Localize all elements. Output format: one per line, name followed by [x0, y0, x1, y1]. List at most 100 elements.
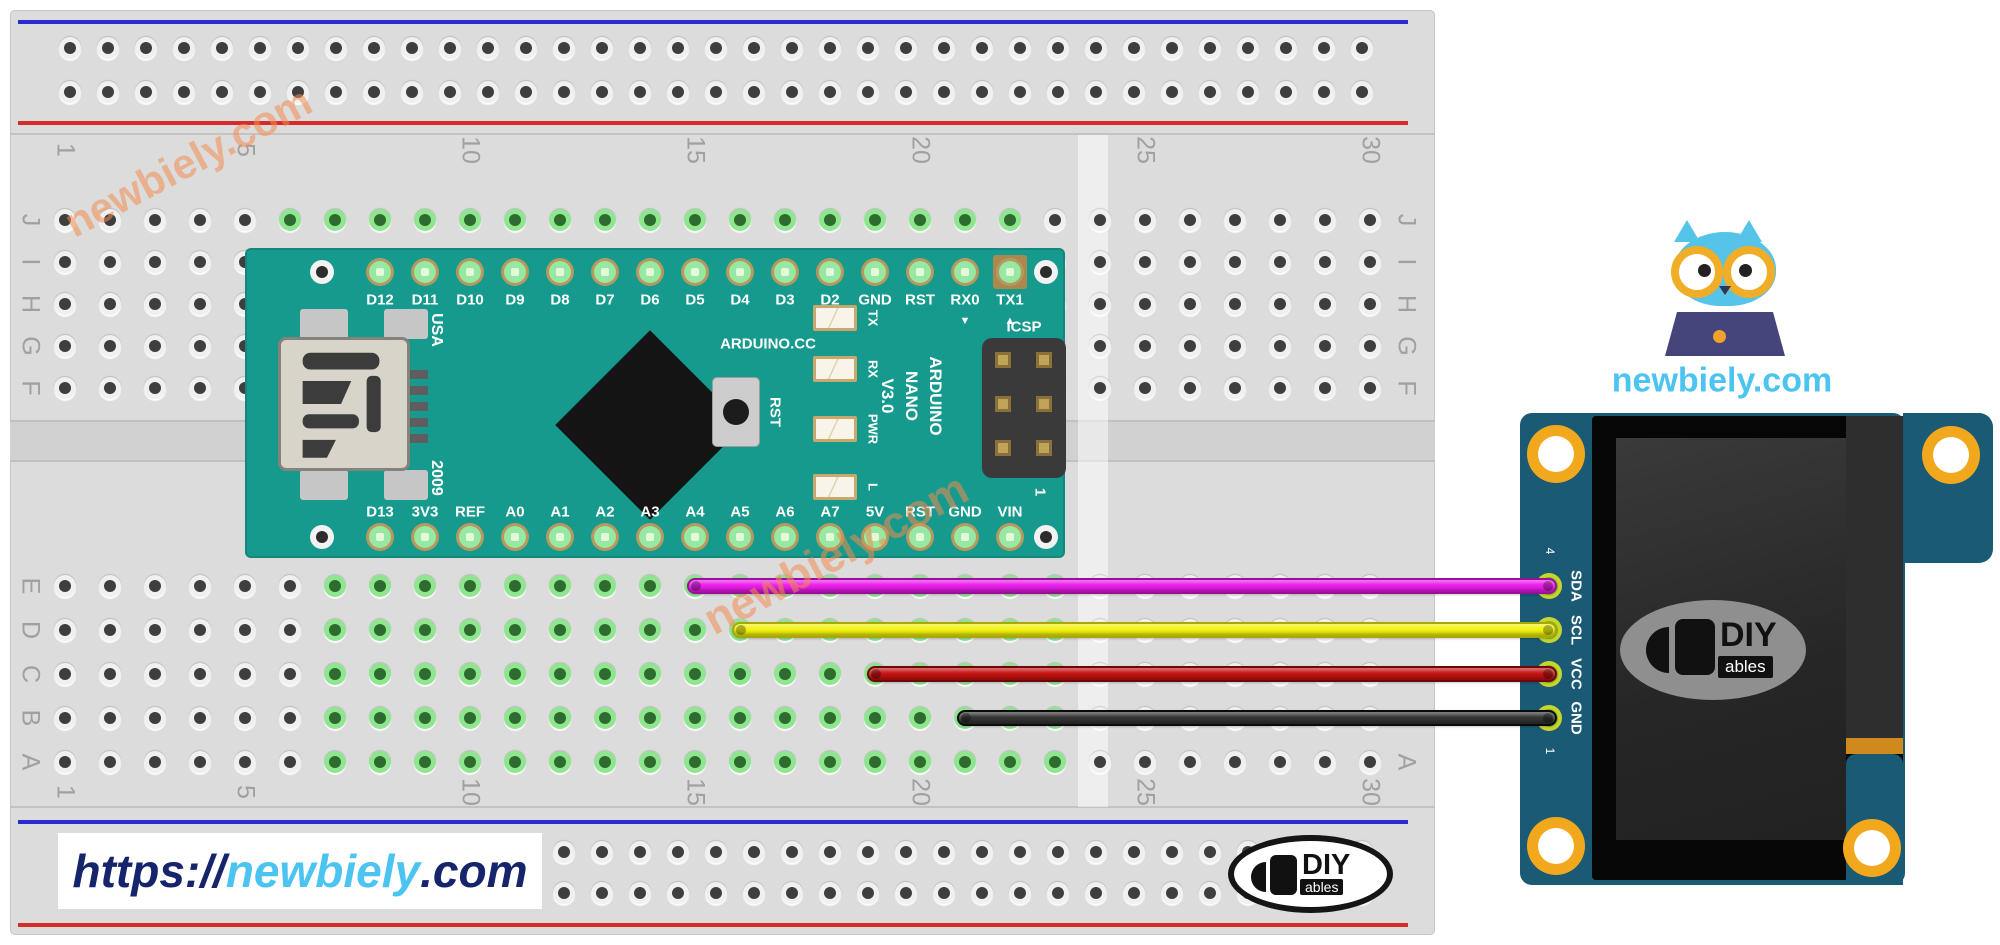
breadboard-hole: [819, 707, 841, 729]
site-url-banner: https://newbiely.com: [58, 833, 542, 909]
url-prefix: https://: [72, 845, 226, 897]
breadboard-hole: [705, 882, 727, 904]
breadboard-hole: [439, 37, 461, 59]
breadboard-hole: [1047, 841, 1069, 863]
breadboard-hole: [234, 575, 256, 597]
breadboard-hole: [324, 663, 346, 685]
breadboard-hole: [819, 841, 841, 863]
breadboard-hole: [1085, 81, 1107, 103]
oled-mount-hole: [1527, 425, 1585, 483]
breadboard-hole: [135, 81, 157, 103]
breadboard-hole: [515, 81, 537, 103]
breadboard-hole: [1269, 751, 1291, 773]
arduino-pin-label: A4: [685, 503, 705, 521]
breadboard-hole: [895, 882, 917, 904]
breadboard-hole: [99, 619, 121, 641]
breadboard-hole: [1314, 293, 1336, 315]
breadboard-hole: [279, 209, 301, 231]
breadboard-hole: [54, 575, 76, 597]
icsp-label: ICSP: [1006, 318, 1042, 336]
breadboard-hole: [1314, 335, 1336, 357]
breadboard-hole: [414, 707, 436, 729]
breadboard-hole: [774, 663, 796, 685]
badge-logo-sub: ables: [1300, 879, 1344, 895]
arduino-mount-hole: [1034, 260, 1058, 284]
breadboard-hole: [1314, 251, 1336, 273]
breadboard-hole: [781, 37, 803, 59]
wire-scl: [732, 622, 1557, 638]
breadboard-hole: [774, 209, 796, 231]
breadboard-hole: [1275, 81, 1297, 103]
breadboard-hole: [1359, 251, 1381, 273]
breadboard-hole: [1269, 377, 1291, 399]
breadboard-hole: [287, 81, 309, 103]
breadboard-hole: [369, 209, 391, 231]
breadboard-hole: [549, 619, 571, 641]
breadboard-hole: [1047, 81, 1069, 103]
breadboard-hole: [1359, 293, 1381, 315]
breadboard-hole: [189, 751, 211, 773]
arduino-pin-label: D7: [595, 291, 615, 309]
breadboard-hole: [594, 663, 616, 685]
top-rail-red-line: [18, 121, 1408, 125]
breadboard-hole: [189, 619, 211, 641]
breadboard-hole: [933, 81, 955, 103]
breadboard-hole: [594, 751, 616, 773]
breadboard-hole: [414, 209, 436, 231]
arduino-pad: [366, 258, 394, 286]
arduino-pin-label: A0: [505, 503, 525, 521]
breadboard-hole: [234, 663, 256, 685]
breadboard-hole: [591, 81, 613, 103]
breadboard-hole: [504, 707, 526, 729]
breadboard-hole: [287, 37, 309, 59]
breadboard-hole: [729, 209, 751, 231]
breadboard-hole: [97, 81, 119, 103]
arduino-pin-label: D2: [820, 291, 840, 309]
breadboard-hole: [553, 81, 575, 103]
arduino-pad: [681, 258, 709, 286]
breadboard-hole: [54, 251, 76, 273]
breadboard-hole: [504, 663, 526, 685]
breadboard-hole: [363, 37, 385, 59]
breadboard-hole: [1089, 377, 1111, 399]
breadboard-hole: [211, 37, 233, 59]
wire-end-cap: [961, 713, 971, 723]
breadboard-hole: [173, 81, 195, 103]
breadboard-hole: [279, 707, 301, 729]
breadboard-hole: [325, 81, 347, 103]
owl-caption: newbiely.com: [1611, 361, 1833, 400]
arduino-pin-label: A6: [775, 503, 795, 521]
oled-flex-cable: [1846, 416, 1903, 738]
breadboard-hole: [59, 81, 81, 103]
breadboard-hole: [414, 619, 436, 641]
breadboard-hole: [1085, 841, 1107, 863]
breadboard-hole: [249, 81, 271, 103]
breadboard-hole: [234, 209, 256, 231]
breadboard-hole: [504, 619, 526, 641]
breadboard-hole: [99, 707, 121, 729]
breadboard-hole: [549, 663, 571, 685]
badge-logo-main: DIY: [1302, 849, 1351, 881]
arduino-pad: [816, 258, 844, 286]
arduino-pad: [546, 258, 574, 286]
breadboard-hole: [639, 751, 661, 773]
breadboard-hole: [189, 663, 211, 685]
breadboard-hole: [459, 707, 481, 729]
breadboard-hole: [933, 37, 955, 59]
breadboard-hole: [414, 751, 436, 773]
arduino-pin-label: RST: [905, 503, 935, 521]
arduino-pad: [861, 258, 889, 286]
breadboard-hole: [1179, 751, 1201, 773]
arduino-pin-label: D9: [505, 291, 525, 309]
breadboard-hole: [1224, 377, 1246, 399]
breadboard-hole: [99, 751, 121, 773]
breadboard-hole: [369, 575, 391, 597]
oled-mount-hole: [1527, 817, 1585, 875]
breadboard-hole: [819, 663, 841, 685]
breadboard-hole: [1009, 841, 1031, 863]
wire-end-cap: [691, 581, 701, 591]
arduino-pad: [861, 523, 889, 551]
breadboard-hole: [1134, 293, 1156, 315]
breadboard-hole: [933, 841, 955, 863]
